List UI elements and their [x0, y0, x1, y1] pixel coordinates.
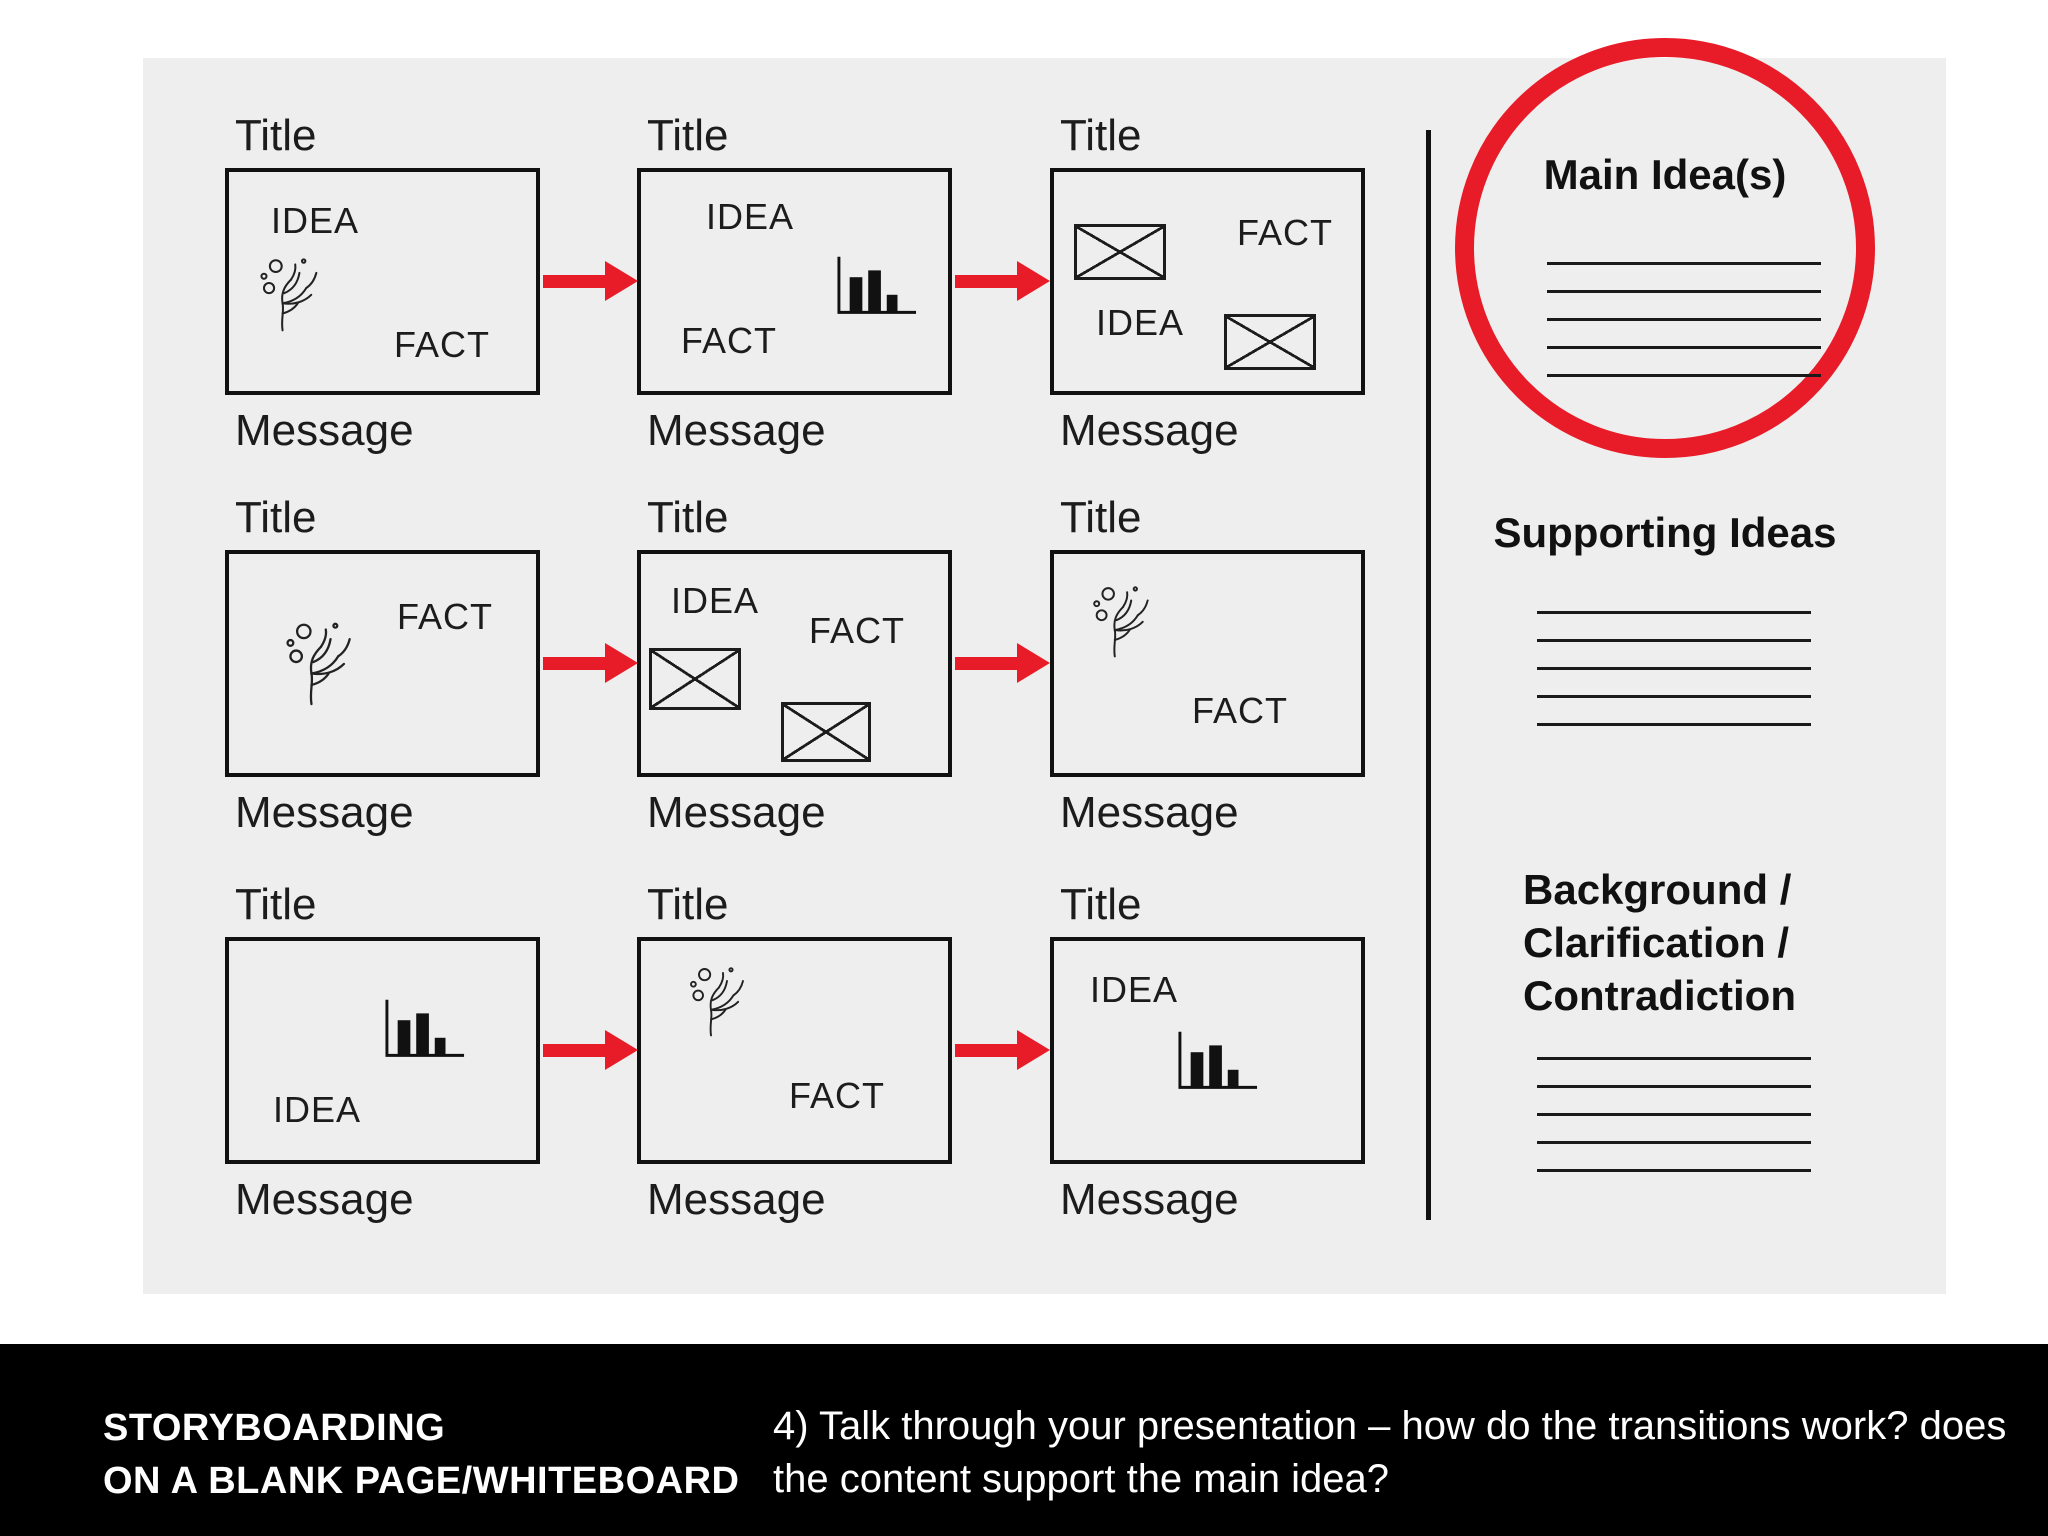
frame-title-label: Title	[647, 111, 729, 160]
frame-title-label: Title	[1060, 880, 1142, 929]
storyboard-frame-r1c3: Title FACT IDEA Message	[1050, 112, 1365, 455]
footer-title-line2: ON A BLANK PAGE/WHITEBOARD	[103, 1460, 740, 1502]
storyboard-frame-r3c3: Title IDEA Message	[1050, 881, 1365, 1224]
frame-message-label: Message	[647, 1175, 826, 1224]
blank-line	[1537, 1141, 1811, 1144]
contradiction-heading-line: Contradiction	[1523, 972, 1796, 1019]
blank-line	[1537, 639, 1811, 642]
fact-label: FACT	[789, 1075, 886, 1116]
arrow-right-icon	[955, 1030, 1050, 1070]
storyboard-frame-r3c2: Title FACT Message	[637, 881, 952, 1224]
frame-title-label: Title	[647, 880, 729, 929]
blank-line	[1537, 611, 1811, 614]
footer-title: STORYBOARDING ON A BLANK PAGE/WHITEBOARD	[103, 1402, 739, 1508]
storyboard-frame-r2c1: Title FACT Message	[225, 494, 540, 837]
storyboard-frame-r1c1: Title IDEA FACT Message	[225, 112, 540, 455]
arrow-right-icon	[543, 1030, 638, 1070]
blank-line	[1537, 667, 1811, 670]
blank-line	[1547, 318, 1821, 321]
image-placeholder-icon	[1074, 224, 1166, 280]
blank-line	[1547, 290, 1821, 293]
image-placeholder-icon	[781, 702, 871, 762]
arrow-right-icon	[955, 261, 1050, 301]
frame-canvas: IDEA	[225, 937, 540, 1164]
fact-label: FACT	[397, 596, 494, 637]
frame-canvas: FACT	[225, 550, 540, 777]
arrow-right-icon	[955, 643, 1050, 683]
blank-line	[1547, 262, 1821, 265]
fact-label: FACT	[1237, 212, 1334, 253]
idea-label: IDEA	[1096, 302, 1185, 343]
blank-line	[1537, 1169, 1811, 1172]
arrow-right-icon	[543, 261, 638, 301]
storyboard-frame-r2c3: Title FACT Message	[1050, 494, 1365, 837]
idea-label: IDEA	[271, 200, 360, 241]
frame-message-label: Message	[647, 788, 826, 837]
frame-canvas: IDEA	[1050, 937, 1365, 1164]
plant-sketch-icon	[1088, 584, 1158, 658]
frame-canvas: FACT IDEA	[1050, 168, 1365, 395]
plant-sketch-icon	[281, 620, 361, 706]
plant-sketch-icon	[255, 256, 327, 332]
frame-canvas: FACT	[1050, 550, 1365, 777]
blank-line	[1547, 346, 1821, 349]
frame-message-label: Message	[1060, 406, 1239, 455]
blank-line	[1537, 1113, 1811, 1116]
frame-message-label: Message	[235, 1175, 414, 1224]
frame-canvas: FACT	[637, 937, 952, 1164]
idea-label: IDEA	[706, 196, 795, 237]
footer-instruction: 4) Talk through your presentation – how …	[773, 1404, 2007, 1501]
bar-chart-icon	[1177, 1031, 1259, 1091]
main-ideas-heading: Main Idea(s)	[1543, 151, 1787, 198]
frame-canvas: IDEA FACT	[637, 168, 952, 395]
arrow-right-icon	[543, 643, 638, 683]
frame-title-label: Title	[1060, 493, 1142, 542]
background-section-heading: Background / Clarification / Contradicti…	[1523, 863, 1923, 1022]
blank-line	[1547, 374, 1821, 377]
storyboard-frame-r3c1: Title IDEA Message	[225, 881, 540, 1224]
fact-label: FACT	[809, 610, 906, 651]
red-circle-annotation	[1455, 38, 1875, 458]
idea-label: IDEA	[1090, 969, 1179, 1010]
bar-chart-icon	[836, 256, 918, 316]
frame-message-label: Message	[647, 406, 826, 455]
frame-canvas: IDEA FACT	[225, 168, 540, 395]
plant-sketch-icon	[684, 965, 754, 1037]
frame-message-label: Message	[235, 788, 414, 837]
idea-label: IDEA	[671, 580, 760, 621]
divider-line	[1426, 130, 1431, 1220]
blank-line	[1537, 1085, 1811, 1088]
supporting-ideas-heading: Supporting Ideas	[1493, 509, 1837, 556]
footer-title-line1: STORYBOARDING	[103, 1407, 446, 1449]
frame-title-label: Title	[1060, 111, 1142, 160]
idea-label: IDEA	[273, 1089, 362, 1130]
image-placeholder-icon	[649, 648, 741, 710]
frame-title-label: Title	[235, 111, 317, 160]
frame-title-label: Title	[235, 493, 317, 542]
storyboard-frame-r2c2: Title IDEA FACT Message	[637, 494, 952, 837]
blank-line	[1537, 1057, 1811, 1060]
frame-message-label: Message	[1060, 1175, 1239, 1224]
footer-bar	[0, 1344, 2048, 1536]
bar-chart-icon	[384, 999, 466, 1059]
fact-label: FACT	[1192, 690, 1289, 731]
background-heading-line: Background /	[1523, 866, 1792, 913]
frame-title-label: Title	[647, 493, 729, 542]
fact-label: FACT	[394, 324, 491, 365]
blank-line	[1537, 723, 1811, 726]
storyboard-frame-r1c2: Title IDEA FACT Message	[637, 112, 952, 455]
frame-canvas: IDEA FACT	[637, 550, 952, 777]
clarification-heading-line: Clarification /	[1523, 919, 1790, 966]
image-placeholder-icon	[1224, 314, 1316, 370]
fact-label: FACT	[681, 320, 778, 361]
frame-message-label: Message	[235, 406, 414, 455]
blank-line	[1537, 695, 1811, 698]
frame-message-label: Message	[1060, 788, 1239, 837]
frame-title-label: Title	[235, 880, 317, 929]
